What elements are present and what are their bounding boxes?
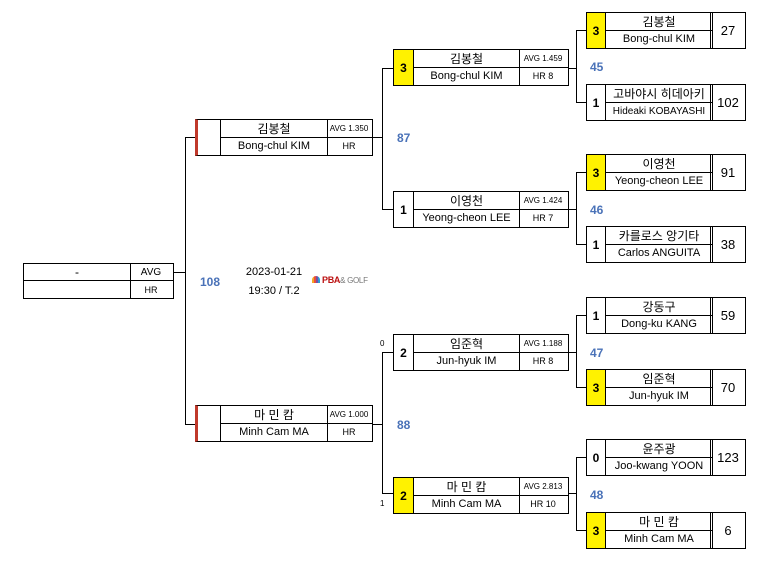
qf-1-seed: 3 — [393, 49, 414, 86]
qf-2-avg: AVG 1.424 — [518, 192, 568, 210]
qf-1-name-en: Bong-chul KIM — [414, 67, 520, 85]
r16-6-box: 임준혁 Jun-hyuk IM 70 — [605, 369, 746, 406]
r16-1-seed: 3 — [586, 12, 606, 49]
r16-2-score: 102 — [710, 85, 745, 120]
semi-2-hr: HR — [342, 427, 356, 438]
qf-3-side-label: 0 — [380, 339, 385, 348]
match-number-87: 87 — [397, 131, 411, 145]
semi-2-name-kr: 마 민 캄 — [221, 406, 328, 424]
r16-5-seed: 1 — [586, 297, 606, 334]
r16-7-score: 123 — [710, 440, 745, 475]
r16-1-name-en: Bong-chul KIM — [606, 30, 713, 48]
r16-7-seed: 0 — [586, 439, 606, 476]
qf-2-seed: 1 — [393, 191, 414, 228]
match-number-48: 48 — [590, 488, 604, 502]
semi-2-avg: AVG 1.000 — [326, 406, 372, 424]
r16-2-box: 고바야시 히데아키 Hideaki KOBAYASHI 102 — [605, 84, 746, 121]
r16-7-name-kr: 윤주광 — [606, 440, 713, 458]
semi-1-name-kr: 김봉철 — [221, 120, 328, 138]
match-number-47: 47 — [590, 346, 604, 360]
qf-2-box: 이영천 Yeong-cheon LEE AVG 1.424 HR 7 — [413, 191, 569, 228]
semi-2-seed — [195, 405, 221, 442]
event-time-table: 19:30 / T.2 — [248, 285, 300, 297]
match-number-46: 46 — [590, 203, 604, 217]
match-number-final: 108 — [200, 275, 221, 289]
final-hr: HR — [144, 284, 158, 295]
qf-2-name-kr: 이영천 — [414, 192, 520, 210]
broadcaster-logo: PBA& GOLF — [312, 275, 368, 285]
semi-1-seed — [195, 119, 221, 156]
r16-1-score: 27 — [710, 13, 745, 48]
r16-8-box: 마 민 캄 Minh Cam MA 6 — [605, 512, 746, 549]
r16-4-seed: 1 — [586, 226, 606, 263]
qf-1-box: 김봉철 Bong-chul KIM AVG 1.459 HR 8 — [413, 49, 569, 86]
match-number-88: 88 — [397, 418, 411, 432]
qf-4-box: 마 민 캄 Minh Cam MA AVG 2.813 HR 10 — [413, 477, 569, 514]
qf-1-name-kr: 김봉철 — [414, 50, 520, 68]
qf-3-name-en: Jun-hyuk IM — [414, 352, 520, 370]
semi-1-name-en: Bong-chul KIM — [221, 137, 328, 155]
qf-4-name-kr: 마 민 캄 — [414, 478, 520, 496]
r16-3-box: 이영천 Yeong-cheon LEE 91 — [605, 154, 746, 191]
semi-1-box: 김봉철 Bong-chul KIM AVG 1.350 HR — [220, 119, 373, 156]
r16-6-score: 70 — [710, 370, 745, 405]
qf-2-name-en: Yeong-cheon LEE — [414, 209, 520, 227]
r16-8-name-en: Minh Cam MA — [606, 530, 713, 548]
qf-3-avg: AVG 1.188 — [518, 335, 568, 353]
qf-1-avg: AVG 1.459 — [518, 50, 568, 68]
semi-1-hr: HR — [342, 141, 356, 152]
semi-2-name-en: Minh Cam MA — [221, 423, 328, 441]
qf-1-hr: HR 8 — [532, 71, 554, 82]
r16-1-box: 김봉철 Bong-chul KIM 27 — [605, 12, 746, 49]
match-number-45: 45 — [590, 60, 604, 74]
r16-7-box: 윤주광 Joo-kwang YOON 123 — [605, 439, 746, 476]
semi-1-avg: AVG 1.350 — [326, 120, 372, 138]
r16-6-name-en: Jun-hyuk IM — [606, 387, 713, 405]
r16-4-box: 카를로스 앙기타 Carlos ANGUITA 38 — [605, 226, 746, 263]
r16-7-name-en: Joo-kwang YOON — [606, 457, 713, 475]
qf-4-seed: 2 — [393, 477, 414, 514]
r16-3-score: 91 — [710, 155, 745, 190]
r16-3-name-en: Yeong-cheon LEE — [606, 172, 713, 190]
qf-2-hr: HR 7 — [532, 213, 554, 224]
qf-3-name-kr: 임준혁 — [414, 335, 520, 353]
qf-4-name-en: Minh Cam MA — [414, 495, 520, 513]
r16-8-seed: 3 — [586, 512, 606, 549]
semi-2-box: 마 민 캄 Minh Cam MA AVG 1.000 HR — [220, 405, 373, 442]
r16-8-score: 6 — [710, 513, 745, 548]
qf-3-seed: 2 — [393, 334, 414, 371]
final-player-en — [24, 281, 131, 298]
final-player-name: - — [24, 264, 131, 281]
r16-5-score: 59 — [710, 298, 745, 333]
qf-3-hr: HR 8 — [532, 356, 554, 367]
r16-8-name-kr: 마 민 캄 — [606, 513, 713, 531]
peacock-icon — [312, 276, 320, 283]
final-avg: AVG — [129, 264, 173, 281]
r16-3-name-kr: 이영천 — [606, 155, 713, 173]
r16-5-name-kr: 강동구 — [606, 298, 713, 316]
r16-2-name-kr: 고바야시 히데아키 — [606, 85, 713, 103]
r16-4-name-en: Carlos ANGUITA — [606, 244, 713, 262]
event-date: 2023-01-21 — [245, 266, 303, 278]
r16-6-seed: 3 — [586, 369, 606, 406]
qf-4-side-label: 1 — [380, 499, 385, 508]
final-box: - AVG HR — [23, 263, 174, 299]
r16-5-box: 강동구 Dong-ku KANG 59 — [605, 297, 746, 334]
r16-2-name-en: Hideaki KOBAYASHI — [606, 102, 713, 120]
qf-4-hr: HR 10 — [530, 499, 556, 510]
r16-5-name-en: Dong-ku KANG — [606, 315, 713, 333]
qf-3-box: 임준혁 Jun-hyuk IM AVG 1.188 HR 8 — [413, 334, 569, 371]
r16-4-name-kr: 카를로스 앙기타 — [606, 227, 713, 245]
r16-2-seed: 1 — [586, 84, 606, 121]
r16-6-name-kr: 임준혁 — [606, 370, 713, 388]
r16-4-score: 38 — [710, 227, 745, 262]
qf-4-avg: AVG 2.813 — [518, 478, 568, 496]
r16-3-seed: 3 — [586, 154, 606, 191]
r16-1-name-kr: 김봉철 — [606, 13, 713, 31]
